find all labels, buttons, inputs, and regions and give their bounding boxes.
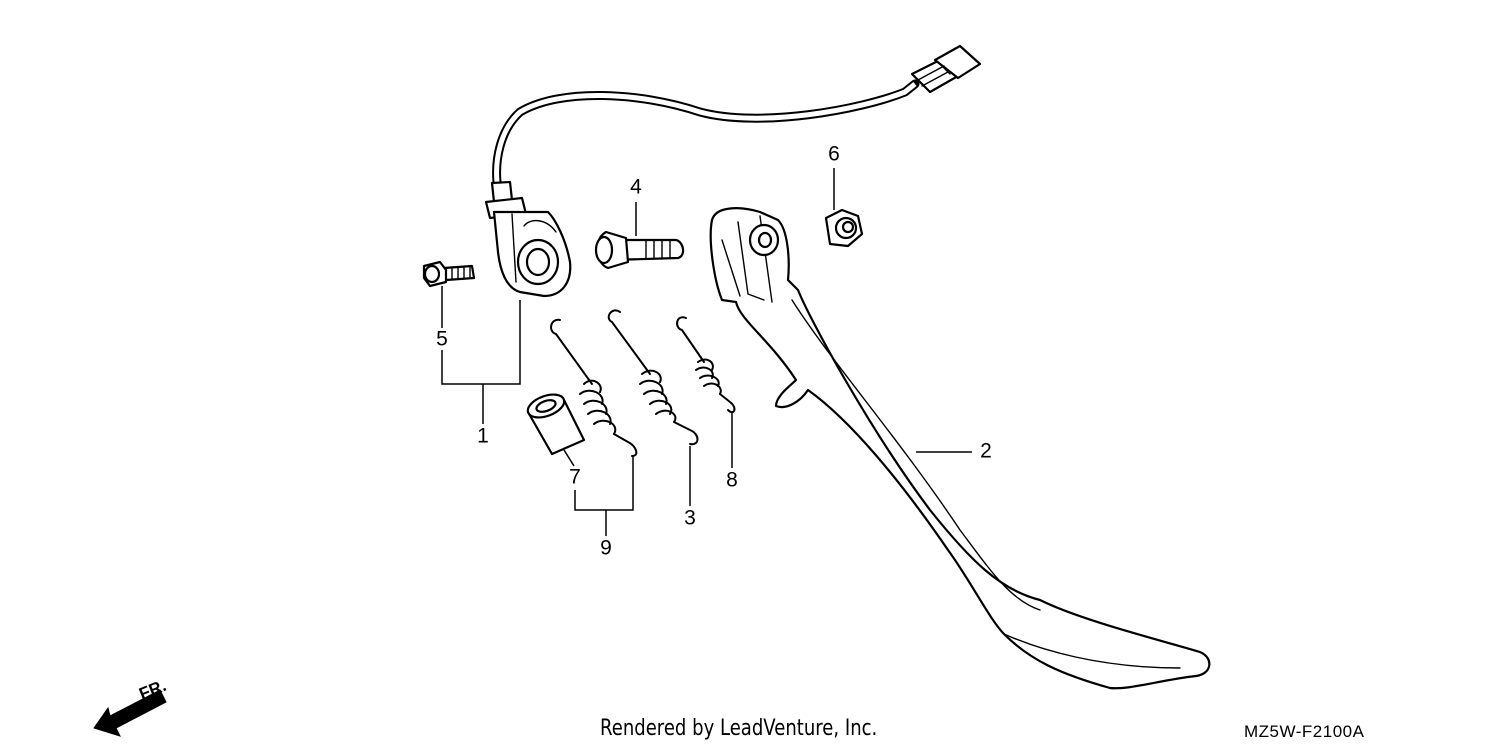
leader-lines xyxy=(441,168,972,536)
callout-4: 4 xyxy=(630,176,642,199)
callout-3: 3 xyxy=(684,507,696,530)
render-credit: Rendered by LeadVenture, Inc. xyxy=(600,716,878,741)
nut xyxy=(824,208,864,248)
diagram-code: MZ5W-F2100A xyxy=(1244,722,1365,741)
callout-1: 1 xyxy=(477,425,489,448)
bolt-small xyxy=(422,260,476,288)
callout-2: 2 xyxy=(980,440,992,463)
side-stand-switch xyxy=(484,180,572,298)
callout-8: 8 xyxy=(726,469,738,492)
pivot-bolt xyxy=(594,230,685,270)
spring-short xyxy=(676,316,736,414)
front-direction-arrow-icon: FR. xyxy=(93,676,169,737)
side-stand xyxy=(709,207,1211,690)
callout-5: 5 xyxy=(436,328,448,351)
callout-6: 6 xyxy=(828,143,840,166)
switch-wire-harness xyxy=(492,44,982,187)
collar xyxy=(526,393,586,456)
spring-long xyxy=(550,318,638,457)
callout-7: 7 xyxy=(569,466,581,489)
spring-medium xyxy=(607,309,699,446)
callout-numbers: 1 2 3 4 5 6 7 8 9 xyxy=(436,143,992,560)
callout-9: 9 xyxy=(600,537,612,560)
